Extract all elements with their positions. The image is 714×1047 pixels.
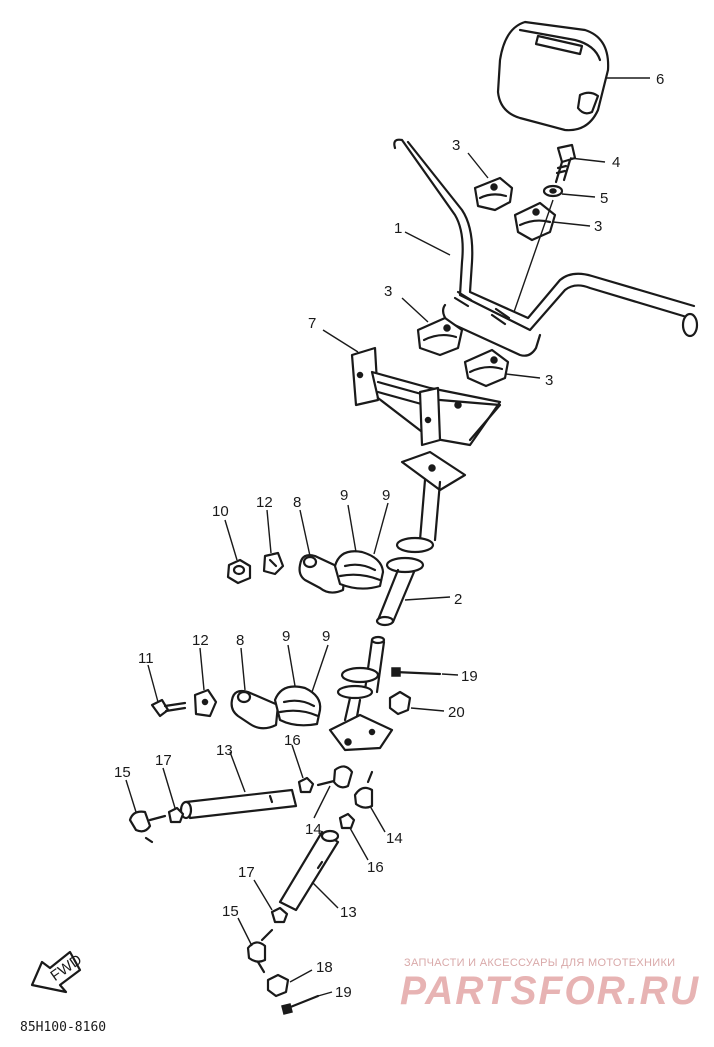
callout-15: 15 bbox=[222, 903, 239, 920]
callout-18: 18 bbox=[316, 959, 333, 976]
handlebar bbox=[393, 138, 699, 357]
bushing-9-upper bbox=[333, 550, 385, 590]
callout-8: 8 bbox=[236, 632, 244, 649]
callout-4: 4 bbox=[612, 154, 620, 171]
callout-13: 13 bbox=[340, 904, 357, 921]
locknut-17-lower bbox=[270, 906, 289, 924]
callout-9: 9 bbox=[282, 628, 290, 645]
callout-12: 12 bbox=[192, 632, 209, 649]
handlebar-holder-upper-left bbox=[473, 176, 514, 212]
nut-18 bbox=[266, 973, 290, 998]
callout-1: 1 bbox=[394, 220, 402, 237]
callout-2: 2 bbox=[454, 591, 462, 608]
rod-end-14-upper bbox=[316, 765, 354, 789]
bushing-9-lower bbox=[273, 685, 322, 727]
fwd-arrow: FWD bbox=[30, 950, 85, 994]
callout-16: 16 bbox=[367, 859, 384, 876]
holder-washer bbox=[542, 184, 564, 198]
callout-6: 6 bbox=[656, 71, 664, 88]
rod-end-15-lower bbox=[246, 928, 274, 974]
callout-12: 12 bbox=[256, 494, 273, 511]
callout-16: 16 bbox=[284, 732, 301, 749]
callout-10: 10 bbox=[212, 503, 229, 520]
callout-3: 3 bbox=[384, 283, 392, 300]
callout-5: 5 bbox=[600, 190, 608, 207]
callout-labels: 6 3 4 5 3 1 3 7 3 10 12 8 9 9 2 11 12 8 … bbox=[114, 71, 664, 1001]
callout-19: 19 bbox=[461, 668, 478, 685]
watermark-logo: PARTSFOR.RU bbox=[400, 969, 700, 1013]
callout-15: 15 bbox=[114, 764, 131, 781]
tie-rod-lower bbox=[278, 829, 340, 912]
callout-3: 3 bbox=[594, 218, 602, 235]
leader-lines bbox=[125, 77, 650, 997]
watermark: ЗАПЧАСТИ И АКСЕССУАРЫ ДЛЯ МОТОТЕХНИКИ PA… bbox=[400, 957, 700, 1013]
handlebar-pad bbox=[496, 20, 610, 132]
callout-17: 17 bbox=[155, 752, 172, 769]
locknut-16-upper bbox=[297, 776, 315, 794]
bolt-11 bbox=[150, 698, 187, 718]
pitman-shaft bbox=[328, 635, 394, 752]
holder-bolt bbox=[554, 143, 577, 184]
bushing-holder-8-lower bbox=[230, 689, 280, 730]
callout-7: 7 bbox=[308, 315, 316, 332]
bolt-19-upper bbox=[391, 667, 442, 677]
callout-17: 17 bbox=[238, 864, 255, 881]
handlebar-holder-lower-left bbox=[416, 316, 464, 357]
callout-13: 13 bbox=[216, 742, 233, 759]
callout-3: 3 bbox=[452, 137, 460, 154]
watermark-tagline: ЗАПЧАСТИ И АКСЕССУАРЫ ДЛЯ МОТОТЕХНИКИ bbox=[404, 957, 675, 969]
callout-20: 20 bbox=[448, 704, 465, 721]
bolt-19-lower bbox=[281, 994, 320, 1015]
callout-11: 11 bbox=[138, 650, 154, 667]
callout-14: 14 bbox=[386, 830, 403, 847]
callout-9: 9 bbox=[340, 487, 348, 504]
bushing-holder-8-upper bbox=[298, 553, 347, 594]
collar-12-upper bbox=[262, 551, 285, 576]
callout-14: 14 bbox=[305, 821, 322, 838]
handlebar-holder-upper-right bbox=[513, 201, 557, 242]
tie-rod-upper bbox=[179, 788, 298, 820]
callout-8: 8 bbox=[293, 494, 301, 511]
collar-12-lower bbox=[193, 688, 218, 718]
steering-column bbox=[375, 450, 467, 627]
callout-19: 19 bbox=[335, 984, 352, 1001]
upper-bracket bbox=[350, 346, 502, 447]
handlebar-holder-lower-right bbox=[463, 348, 510, 388]
callout-3: 3 bbox=[545, 372, 553, 389]
locknut-17-upper bbox=[167, 806, 185, 824]
callout-9: 9 bbox=[382, 487, 390, 504]
callout-9: 9 bbox=[322, 628, 330, 645]
rod-end-14-lower bbox=[353, 770, 374, 809]
locknut-16-lower bbox=[338, 812, 356, 830]
diagram-code: 85H100-8160 bbox=[20, 1020, 106, 1035]
nut-10 bbox=[226, 558, 252, 585]
nut-20 bbox=[388, 690, 412, 716]
rod-end-15-upper bbox=[128, 810, 167, 844]
